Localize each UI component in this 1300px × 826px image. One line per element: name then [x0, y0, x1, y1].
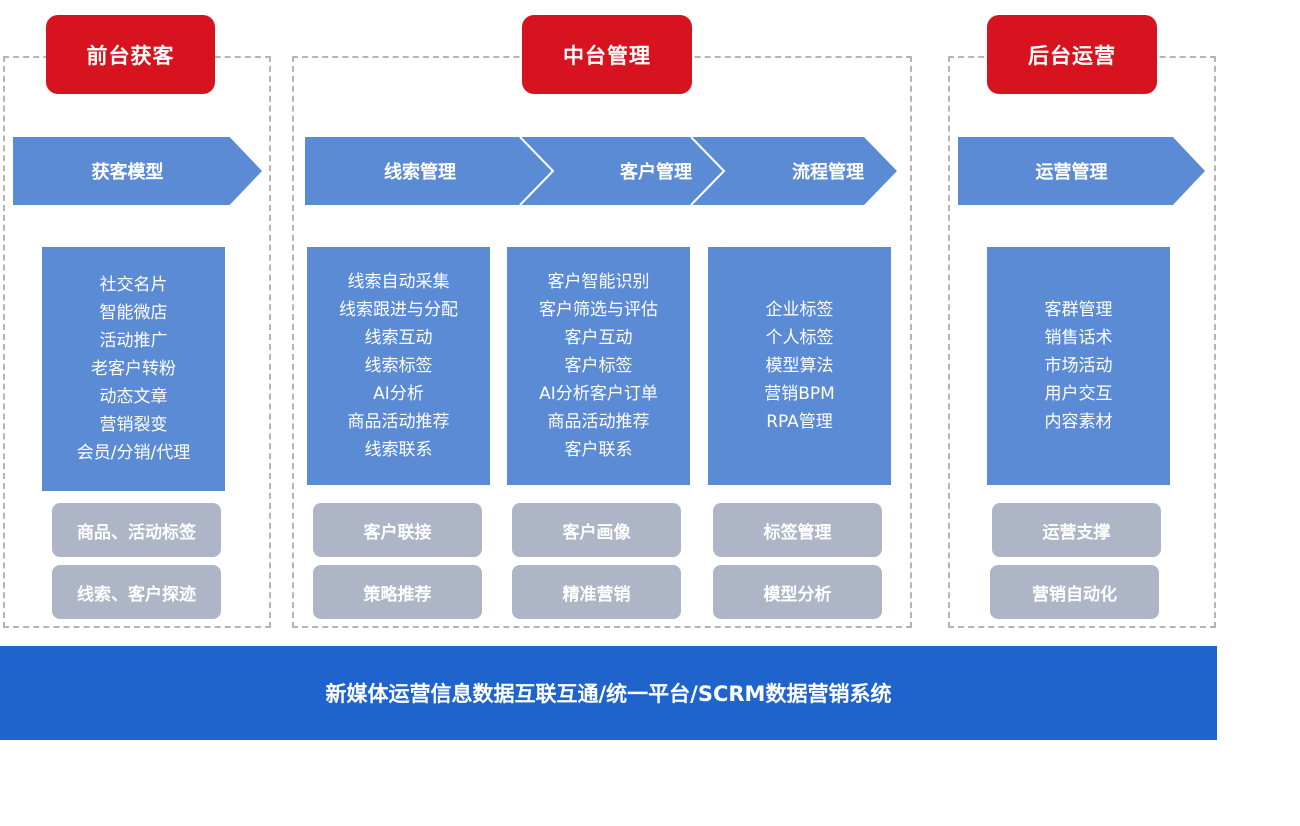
- arrow-front: 获客模型: [13, 137, 262, 205]
- list-item: 活动推广: [99, 331, 168, 351]
- arrow-separator-1: [519, 137, 555, 205]
- precision-marketing-button: 精准营销: [512, 565, 681, 619]
- customer-connect-button: 客户联接: [313, 503, 482, 557]
- arrow-back-label: 运营管理: [1035, 162, 1108, 183]
- list-item: 智能微店: [99, 303, 168, 323]
- arrow-middle-3-shape: [691, 137, 897, 205]
- list-item: 线索互动: [364, 328, 433, 348]
- list-item: 客户联系: [564, 440, 633, 460]
- arrow-middle-2-label: 客户管理: [620, 162, 692, 183]
- platform-bar: 新媒体运营信息数据互联互通/统一平台/SCRM数据营销系统: [0, 646, 1217, 740]
- arrow-middle-1-label: 线索管理: [384, 162, 456, 183]
- customer-portrait-button: 客户画像: [512, 503, 681, 557]
- list-item: 用户交互: [1044, 384, 1113, 404]
- front-feature-list: 社交名片 智能微店 活动推广 老客户转粉 动态文章 营销裂变 会员/分销/代理: [42, 247, 225, 491]
- list-item: RPA管理: [766, 412, 833, 432]
- marketing-automation-button: 营销自动化: [990, 565, 1159, 619]
- customer-feature-list: 客户智能识别 客户筛选与评估 客户互动 客户标签 AI分析客户订单 商品活动推荐…: [507, 247, 690, 485]
- list-item: 会员/分销/代理: [76, 443, 191, 463]
- list-item: 个人标签: [765, 328, 834, 348]
- model-analysis-button: 模型分析: [713, 565, 882, 619]
- arrow-middle-3-label: 流程管理: [792, 162, 864, 183]
- front-header: 前台获客: [46, 15, 215, 94]
- list-item: 线索标签: [364, 356, 433, 376]
- list-item: 客户互动: [564, 328, 633, 348]
- list-item: 销售话术: [1044, 328, 1113, 348]
- list-item: 营销裂变: [99, 415, 168, 435]
- arrow-middle-1-shape: [305, 137, 553, 205]
- list-item: 客户智能识别: [547, 272, 650, 292]
- back-header: 后台运营: [987, 15, 1157, 94]
- arrow-back: 运营管理: [958, 137, 1205, 205]
- list-item: 线索跟进与分配: [339, 300, 458, 320]
- list-item: 企业标签: [765, 300, 834, 320]
- list-item: 商品活动推荐: [547, 412, 650, 432]
- list-item: 客群管理: [1044, 300, 1113, 320]
- middle-arrow-chain: [305, 137, 897, 205]
- strategy-recommend-button: 策略推荐: [313, 565, 482, 619]
- operation-feature-list: 客群管理 销售话术 市场活动 用户交互 内容素材: [987, 247, 1170, 485]
- arrow-separator-2: [690, 137, 726, 205]
- list-item: 客户筛选与评估: [539, 300, 658, 320]
- list-item: 社交名片: [99, 275, 168, 295]
- middle-header: 中台管理: [522, 15, 692, 94]
- list-item: 线索自动采集: [347, 272, 450, 292]
- list-item: AI分析客户订单: [539, 384, 658, 404]
- product-activity-tag-button: 商品、活动标签: [52, 503, 221, 557]
- list-item: 内容素材: [1044, 412, 1113, 432]
- list-item: 动态文章: [99, 387, 168, 407]
- lead-customer-explore-button: 线索、客户探迹: [52, 565, 221, 619]
- list-item: AI分析: [373, 384, 424, 404]
- lead-feature-list: 线索自动采集 线索跟进与分配 线索互动 线索标签 AI分析 商品活动推荐 线索联…: [307, 247, 490, 485]
- arrow-front-label: 获客模型: [91, 162, 164, 183]
- list-item: 模型算法: [765, 356, 834, 376]
- list-item: 市场活动: [1044, 356, 1113, 376]
- arrow-middle-2-shape: [520, 137, 724, 205]
- process-feature-list: 企业标签 个人标签 模型算法 营销BPM RPA管理: [708, 247, 891, 485]
- list-item: 老客户转粉: [91, 359, 176, 379]
- tag-management-button: 标签管理: [713, 503, 882, 557]
- list-item: 商品活动推荐: [347, 412, 450, 432]
- list-item: 客户标签: [564, 356, 633, 376]
- list-item: 线索联系: [364, 440, 433, 460]
- platform-bar-label: 新媒体运营信息数据互联互通/统一平台/SCRM数据营销系统: [325, 682, 892, 706]
- operation-support-button: 运营支撑: [992, 503, 1161, 557]
- list-item: 营销BPM: [764, 384, 835, 404]
